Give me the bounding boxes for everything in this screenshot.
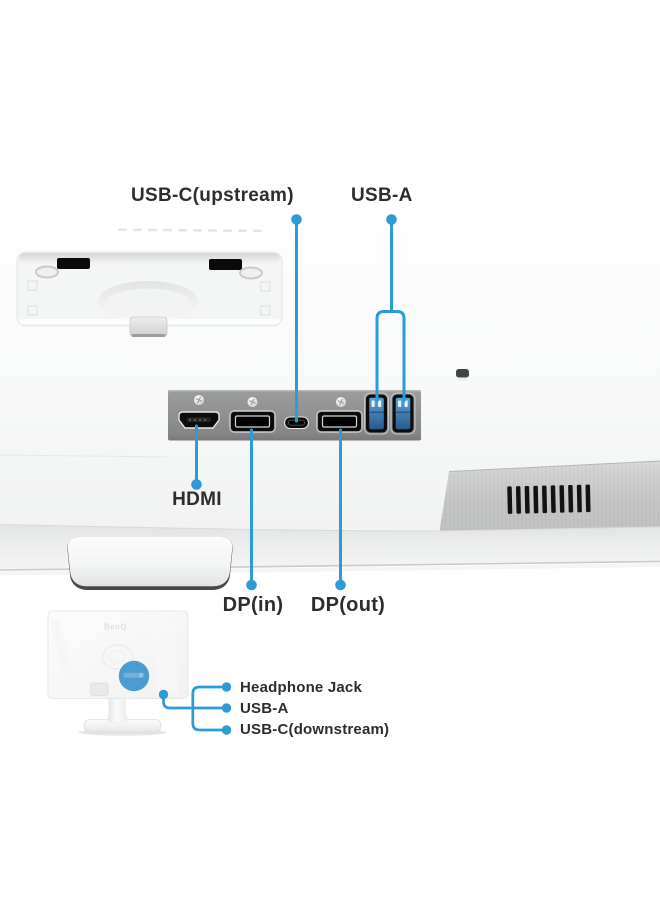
label-usb-a-side: USB-A bbox=[240, 700, 289, 717]
vent-slats bbox=[507, 484, 591, 514]
screw-icon bbox=[193, 394, 205, 406]
label-hdmi: HDMI bbox=[172, 489, 222, 510]
label-usb-c-downstream: USB-C(downstream) bbox=[240, 721, 390, 738]
side-ports-highlight-circle bbox=[118, 660, 150, 692]
monitor-rear-bottom-view bbox=[0, 227, 660, 590]
vent-grille bbox=[439, 460, 660, 532]
vesa-hole-right bbox=[239, 266, 263, 280]
screw-icon bbox=[335, 396, 347, 408]
vesa-hole-left bbox=[35, 265, 59, 279]
stand-release-tab bbox=[129, 316, 168, 337]
callout-usb-c-upstream bbox=[291, 214, 302, 423]
label-dp-out: DP(out) bbox=[310, 594, 386, 616]
monitor-rear-full-view: BenQ bbox=[47, 610, 189, 736]
label-headphone-jack: Headphone Jack bbox=[240, 679, 363, 696]
stand-hinge-cover bbox=[67, 537, 233, 590]
callout-dp-in bbox=[246, 428, 257, 591]
side-port-recess bbox=[90, 682, 109, 696]
callout-side-ports bbox=[158, 682, 232, 735]
vesa-mount-recess bbox=[16, 251, 283, 337]
brand-logo: BenQ bbox=[104, 623, 127, 632]
label-usb-c-upstream: USB-C(upstream) bbox=[131, 185, 294, 206]
dp-out-port-icon bbox=[316, 410, 363, 433]
top-edge-grille bbox=[117, 228, 262, 233]
dp-in-port-icon bbox=[229, 410, 276, 433]
monitor-back-panel: BenQ bbox=[47, 610, 189, 699]
body-seam-line bbox=[0, 454, 168, 458]
callout-dp-out bbox=[335, 428, 346, 591]
hdmi-port-icon bbox=[178, 411, 220, 429]
vesa-slot-left bbox=[57, 258, 90, 269]
screw-icon bbox=[246, 396, 259, 408]
callout-hdmi bbox=[191, 424, 202, 490]
label-dp-in: DP(in) bbox=[222, 594, 284, 616]
callout-lines bbox=[158, 214, 406, 735]
label-usb-a-rear: USB-A bbox=[351, 185, 413, 206]
port-panel bbox=[168, 390, 421, 441]
kensington-lock-icon bbox=[456, 369, 469, 381]
vesa-slot-right bbox=[209, 259, 242, 270]
callout-usb-a-rear bbox=[375, 214, 406, 403]
